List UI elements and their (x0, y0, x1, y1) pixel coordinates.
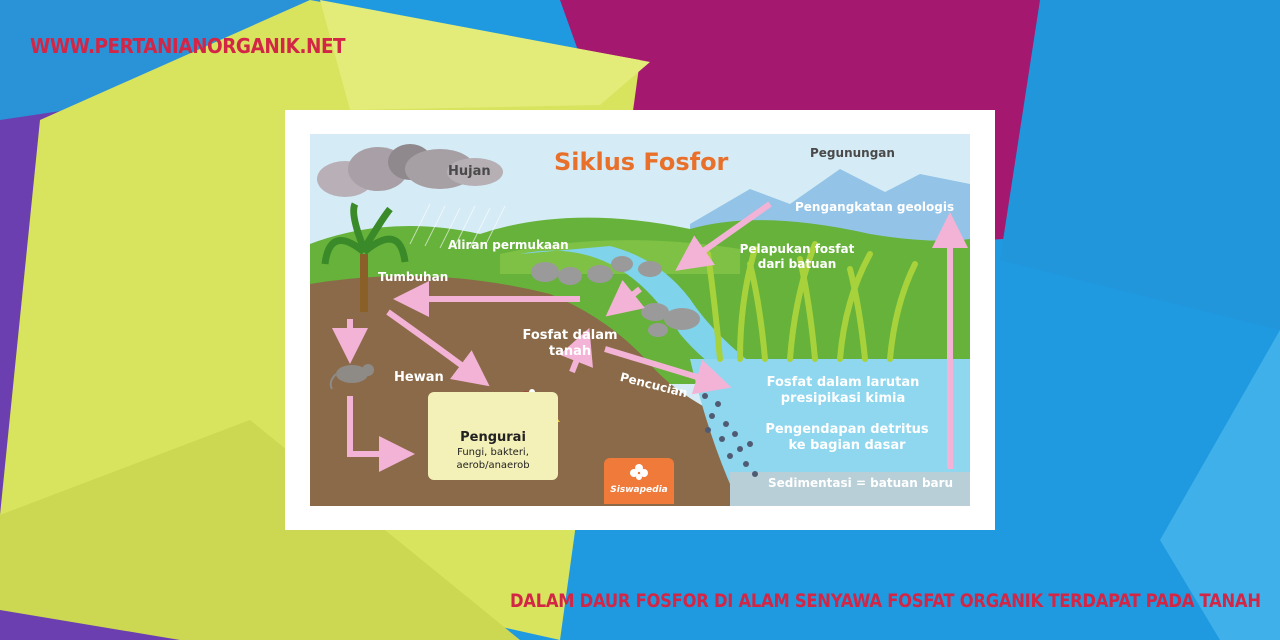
decomposer-description: Fungi, bakteri, aerob/anaerob (428, 447, 558, 472)
rain-icon (409, 203, 506, 249)
label-solution: Fosfat dalam larutan presipikasi kimia (758, 375, 928, 408)
decomposer-line1: Fungi, bakteri, (457, 447, 529, 458)
water-body (690, 359, 970, 506)
flower-icon (630, 464, 648, 480)
label-sediment: Sedimentasi = batuan baru (768, 476, 954, 490)
mouse-icon (329, 364, 374, 390)
label-weathering-line2: dari batuan (757, 257, 837, 271)
label-animals: Hewan (394, 370, 444, 385)
decomposer-box: Pengurai Fungi, bakteri, aerob/anaerob (428, 392, 558, 480)
label-weathering-line1: Pelapukan fosfat (739, 242, 855, 256)
brand-name: Siswapedia (610, 485, 668, 495)
label-soil-phosphate-line1: Fosfat dalam (522, 328, 618, 343)
label-solution-line2: presipikasi kimia (780, 391, 906, 407)
label-runoff: Aliran permukaan (448, 238, 569, 252)
label-plants: Tumbuhan (378, 270, 449, 284)
label-uplift: Pengangkatan geologis (795, 200, 955, 214)
cycle-arrows (332, 201, 968, 472)
rain-cloud-icon (317, 144, 503, 197)
brand-badge: Siswapedia (604, 458, 674, 504)
site-url-label: WWW.PERTANIANORGANIK.NET (30, 34, 346, 58)
label-weathering: Pelapukan fosfat dari batuan (732, 242, 862, 272)
page-caption: DALAM DAUR FOSFOR DI ALAM SENYAWA FOSFAT… (510, 590, 1261, 612)
decomposer-line2: aerob/anaerob (456, 459, 530, 471)
sediment-dots (702, 393, 758, 477)
label-deposit-line1: Pengendapan detritus (765, 422, 929, 437)
grass-icon (705, 241, 918, 362)
label-deposit: Pengendapan detritus ke bagian dasar (762, 422, 932, 455)
label-deposit-line2: ke bagian dasar (788, 438, 906, 454)
river-rocks (531, 256, 700, 337)
river (520, 246, 780, 384)
label-soil-phosphate: Fosfat dalam tanah (510, 328, 630, 361)
phosphorus-cycle-diagram: Siklus Fosfor Hujan Pegunungan Pengangka… (310, 134, 970, 506)
plant-icon (321, 202, 409, 312)
diagram-illustration (310, 134, 970, 506)
label-mountains: Pegunungan (810, 146, 895, 160)
label-solution-line1: Fosfat dalam larutan (766, 375, 920, 390)
decomposer-title: Pengurai (460, 430, 526, 445)
diagram-title: Siklus Fosfor (554, 148, 729, 176)
label-soil-phosphate-line2: tanah (548, 344, 592, 360)
label-rain: Hujan (448, 164, 491, 179)
